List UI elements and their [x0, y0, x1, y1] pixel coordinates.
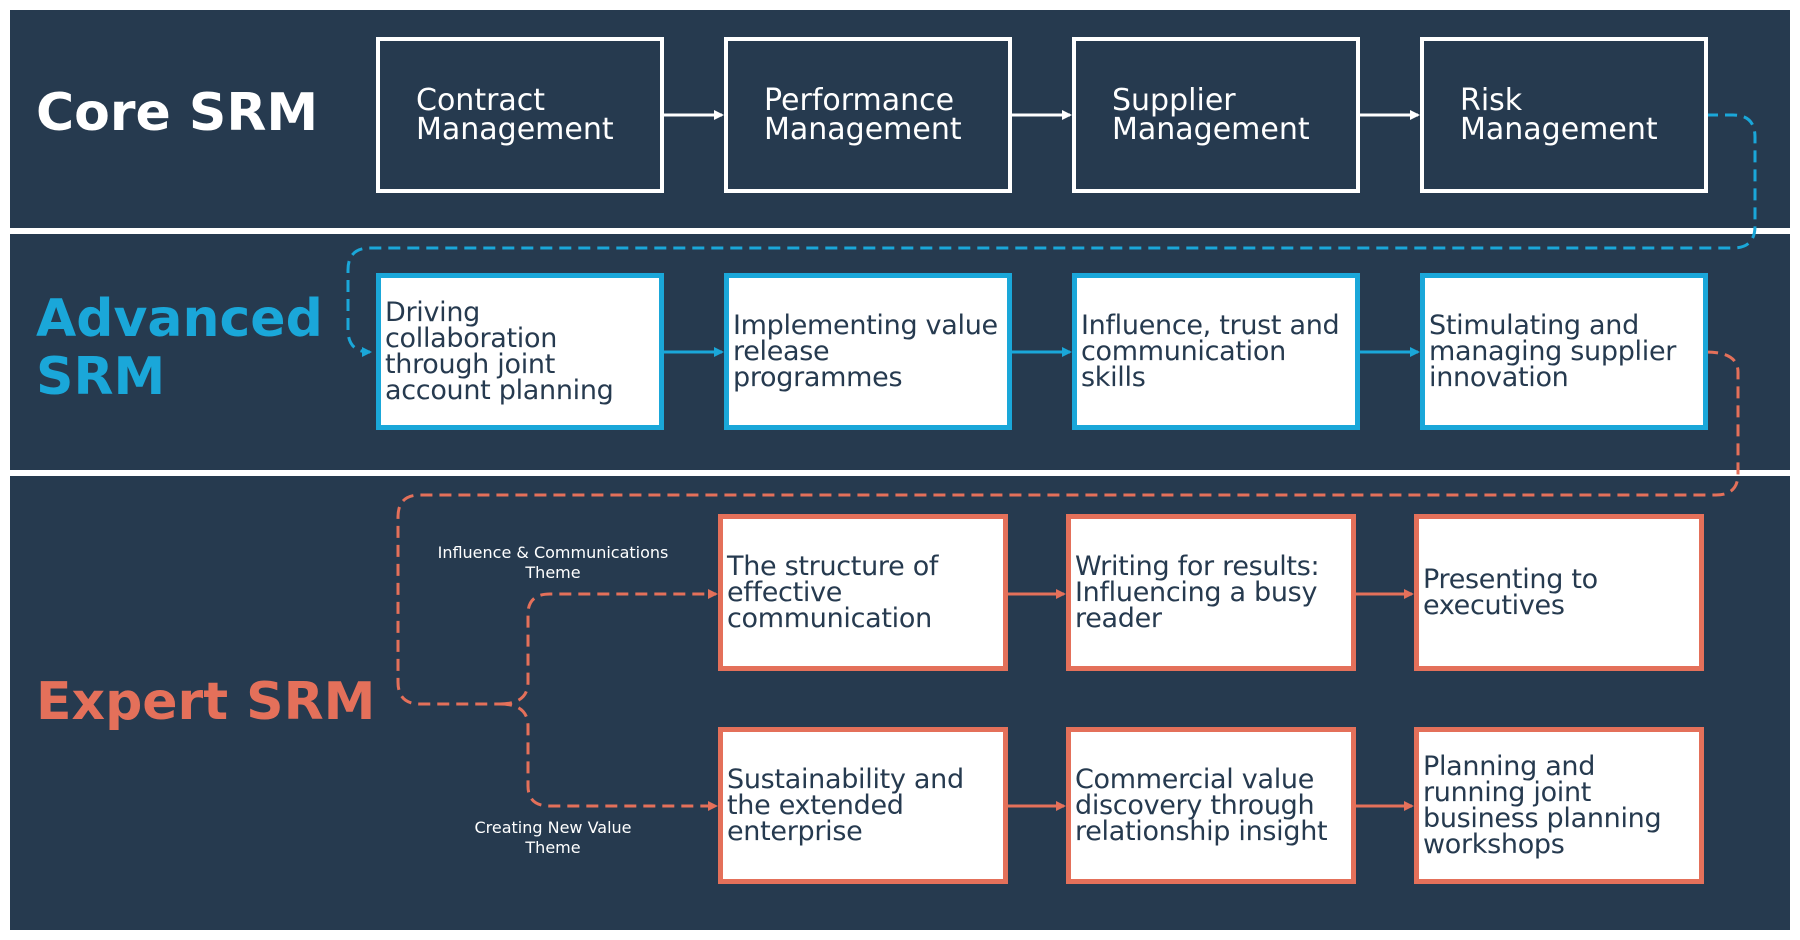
theme-label-communications: Influence & Communications Theme	[437, 543, 669, 582]
expert-srm-title: Expert SRM	[36, 672, 376, 732]
theme-label-new-value: Creating New Value Theme	[474, 818, 632, 857]
core-step-performance-management: Performance Management	[724, 37, 1012, 193]
branch-to-communications-theme	[499, 589, 718, 706]
core-srm-title: Core SRM	[36, 83, 319, 143]
branch-to-new-value-theme	[499, 702, 718, 811]
expert-step-commercial-value-discovery: Commercial value discovery through relat…	[1066, 727, 1356, 884]
expert-step-joint-business-workshops: Planning and running joint business plan…	[1414, 727, 1704, 884]
advanced-srm-title: Advanced SRM	[36, 289, 323, 407]
advanced-step-supplier-innovation: Stimulating and managing supplier innova…	[1420, 273, 1708, 430]
core-step-risk-management: Risk Management	[1420, 37, 1708, 193]
advanced-step-influence-trust: Influence, trust and communication skill…	[1072, 273, 1360, 430]
core-to-advanced-connector	[346, 113, 1757, 357]
expert-step-sustainability: Sustainability and the extended enterpri…	[718, 727, 1008, 884]
core-step-contract-management: Contract Management	[376, 37, 664, 193]
expert-step-structure-communication: The structure of effective communication	[718, 514, 1008, 671]
advanced-step-joint-account-planning: Driving collaboration through joint acco…	[376, 273, 664, 430]
core-step-supplier-management: Supplier Management	[1072, 37, 1360, 193]
expert-step-writing-for-results: Writing for results: Influencing a busy …	[1066, 514, 1356, 671]
advanced-step-value-release: Implementing value release programmes	[724, 273, 1012, 430]
expert-step-presenting-executives: Presenting to executives	[1414, 514, 1704, 671]
